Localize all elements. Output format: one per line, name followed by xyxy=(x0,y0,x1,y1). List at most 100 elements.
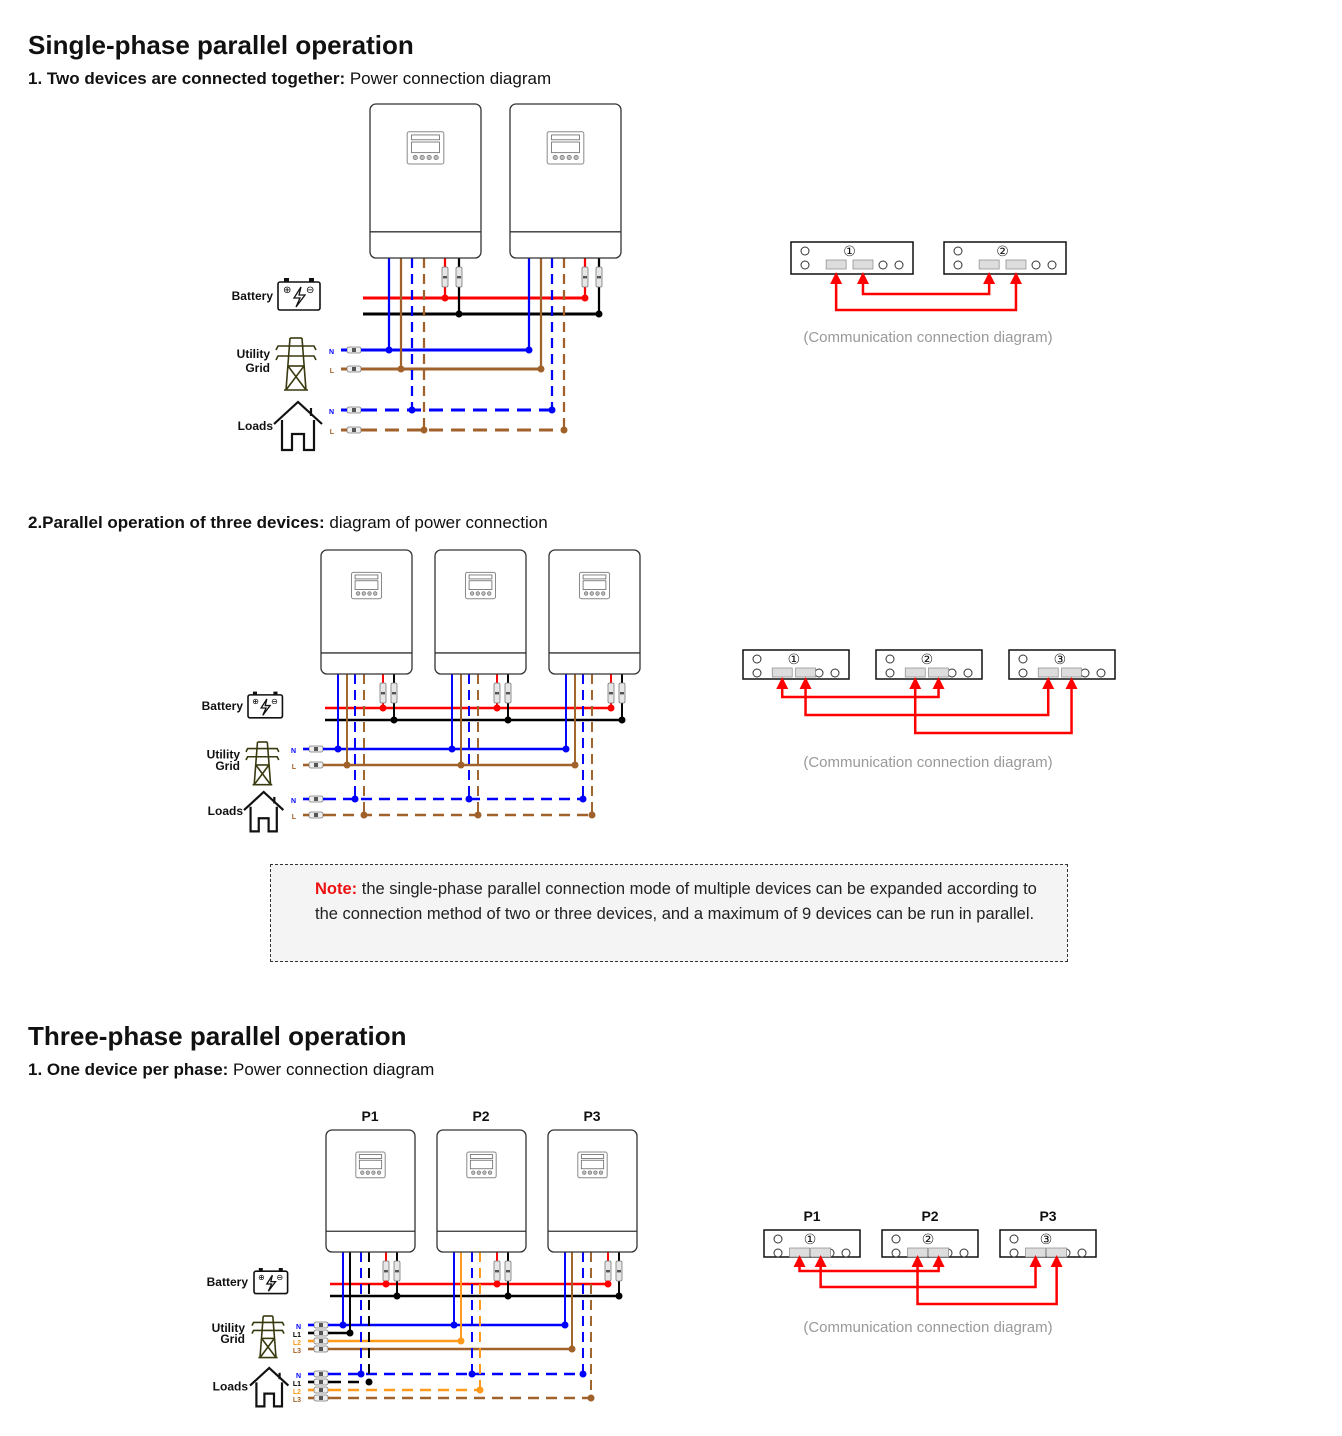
display-panel-icon xyxy=(578,571,611,600)
display-screen xyxy=(469,1159,494,1170)
junction-dot xyxy=(450,1321,458,1329)
junction-dot xyxy=(568,1345,576,1353)
panel-hole xyxy=(1018,668,1028,678)
comm-arrow-head xyxy=(814,1255,827,1267)
display-button xyxy=(376,1170,382,1175)
terminal-label-load-l2: L2 xyxy=(293,1389,301,1396)
battery-minus: ⊖ xyxy=(306,285,314,296)
junction-dot xyxy=(493,1280,501,1288)
comm-arrow-head xyxy=(799,677,812,689)
comm-cable xyxy=(913,687,1073,735)
comm-port-1 xyxy=(978,259,1000,270)
display-button xyxy=(487,591,492,596)
connector-center xyxy=(314,763,318,767)
unit-number-label: ② xyxy=(922,1232,935,1248)
terminal-label-grid-n: N xyxy=(296,1324,301,1331)
terminal-label-grid-l2: L2 xyxy=(293,1340,301,1347)
display-button xyxy=(481,591,486,596)
section-title-single-phase: Single-phase parallel operation xyxy=(28,30,414,60)
subtitle-rest: Power connection diagram xyxy=(345,69,552,88)
tower-arm xyxy=(275,355,317,361)
unit-number-label: ③ xyxy=(1040,1232,1053,1248)
breaker-icon xyxy=(493,682,501,704)
junction-dot xyxy=(579,795,587,803)
lightning-bolt xyxy=(259,698,272,716)
connector-icon xyxy=(308,761,324,769)
display-panel-icon xyxy=(464,571,497,600)
house-icon xyxy=(243,790,285,833)
comm-arrow-head xyxy=(932,1255,945,1267)
display-button xyxy=(419,155,425,161)
display-panel-icon xyxy=(546,131,585,165)
display-screen xyxy=(468,580,493,590)
terminal-label-grid-l1: L1 xyxy=(293,1332,301,1339)
display-button xyxy=(482,1170,487,1175)
comm-cable xyxy=(819,1265,1037,1289)
display-button xyxy=(583,591,589,596)
label-utility: Utility xyxy=(237,347,271,361)
house-walls xyxy=(255,1382,284,1408)
comm-arrow-head xyxy=(776,677,789,689)
breaker-icon xyxy=(607,682,615,704)
display-button xyxy=(471,1170,476,1175)
house-roof xyxy=(243,790,285,811)
connector-icon xyxy=(346,346,362,354)
junction-dot xyxy=(357,1370,365,1378)
panel-hole xyxy=(814,668,824,678)
subtitle-bold: 2.Parallel operation of three devices: xyxy=(28,513,325,532)
label-utility: Utility xyxy=(207,747,241,761)
breaker-icon xyxy=(493,1260,501,1282)
subtitle-two-devices: 1. Two devices are connected together: P… xyxy=(28,69,551,89)
panel-hole xyxy=(1096,668,1106,678)
junction-dot xyxy=(465,795,473,803)
display-led-bar xyxy=(411,134,440,141)
label-loads: Loads xyxy=(213,1379,249,1393)
junction-dot xyxy=(455,310,463,318)
panel-hole xyxy=(1009,1248,1019,1258)
comm-port-2 xyxy=(1005,259,1027,270)
comm-cable xyxy=(834,282,1018,312)
label-battery: Battery xyxy=(232,289,274,303)
connector-icon xyxy=(313,1345,329,1353)
comm-port-2 xyxy=(795,667,816,678)
label-loads: Loads xyxy=(208,804,244,818)
junction-dot xyxy=(561,1321,569,1329)
junction-dot xyxy=(397,365,405,373)
terminal-label-load-n: N xyxy=(291,798,296,805)
breaker-lever xyxy=(392,692,396,695)
tower-cross xyxy=(260,1337,277,1359)
junction-dot xyxy=(595,310,603,318)
comm-port-1 xyxy=(771,667,793,678)
junction-dot xyxy=(504,1292,512,1300)
panel-hole xyxy=(752,668,762,678)
panel-hole xyxy=(830,668,840,678)
panel-hole xyxy=(1047,260,1057,270)
inverter-unit-3 xyxy=(548,549,641,675)
unit-number-label: ① xyxy=(788,652,801,668)
inverter-unit-1 xyxy=(320,549,413,675)
junction-dot xyxy=(343,761,351,769)
junction-dot xyxy=(548,406,556,414)
terminal-label-load-l: L xyxy=(330,429,335,436)
connector-icon xyxy=(346,426,362,434)
display-button xyxy=(598,1170,604,1175)
junction-dot xyxy=(468,1370,476,1378)
comm-unit-panel: ② xyxy=(875,649,983,680)
breaker-lever xyxy=(506,1270,510,1273)
house-icon xyxy=(273,400,323,452)
battery-body xyxy=(277,281,321,311)
panel-hole xyxy=(773,1248,783,1258)
junction-dot xyxy=(615,1292,623,1300)
inverter-unit-2 xyxy=(436,1129,527,1253)
subtitle-bold: 1. One device per phase: xyxy=(28,1060,229,1079)
terminal-label-load-l: L xyxy=(292,814,297,821)
breaker-icon xyxy=(379,682,387,704)
unit-number-label: ② xyxy=(921,652,934,668)
display-led-bar xyxy=(469,1154,494,1159)
junction-dot xyxy=(408,406,416,414)
terminal-label-grid-l3: L3 xyxy=(293,1348,301,1355)
display-button xyxy=(412,155,418,161)
panel-hole xyxy=(891,1248,901,1258)
display-button xyxy=(475,591,480,596)
display-panel-icon xyxy=(355,1151,386,1179)
